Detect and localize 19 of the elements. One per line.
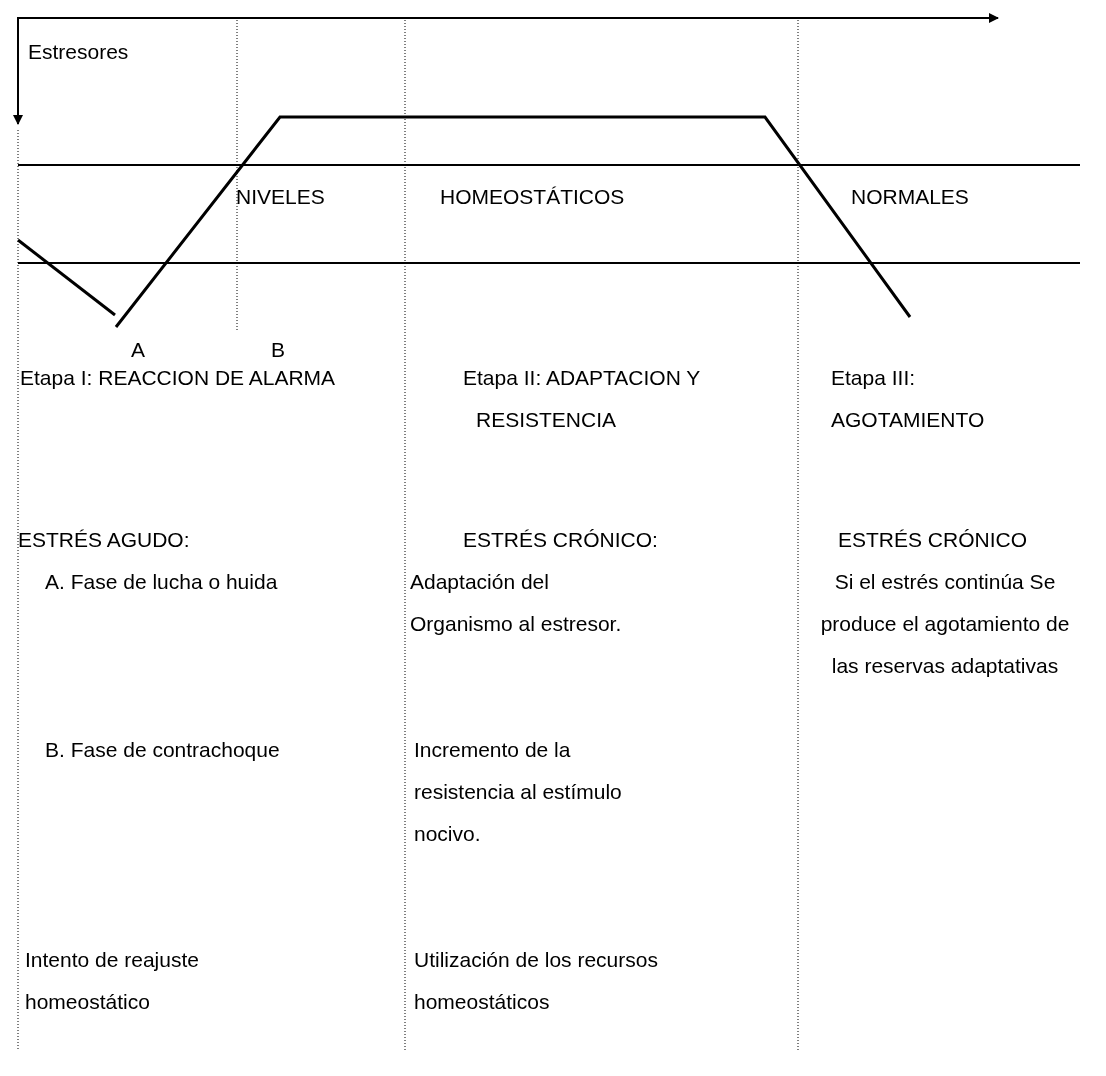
stress-type-heading: ESTRÉS CRÓNICO: — [463, 527, 658, 553]
point-label: B — [271, 337, 285, 363]
phase-description: A. Fase de lucha o huida — [45, 569, 278, 595]
stress-type-heading: ESTRÉS AGUDO: — [18, 527, 190, 553]
stage-title: Etapa III: AGOTAMIENTO — [831, 365, 986, 433]
stage-description: Si el estrés continúa Se produce el agotamiento de las reservas adaptativas — [819, 569, 1071, 679]
stress-type-heading: ESTRÉS CRÓNICO — [838, 527, 1028, 553]
phase-description: B. Fase de contrachoque — [45, 737, 280, 763]
stage-description: Incremento de la resistencia al estímulo nocivo. — [414, 737, 623, 847]
zone-label: NORMALES — [851, 184, 969, 210]
zone-label: NIVELES — [236, 184, 325, 210]
stage-description: Adaptación del Organismo al estresor. — [410, 569, 623, 637]
stage-note: Utilización de los recursos homeostáticos — [414, 947, 659, 1015]
stage-note: Intento de reajuste homeostático — [25, 947, 200, 1015]
axis-label: Estresores — [28, 39, 129, 65]
zone-label: HOMEOSTÁTICOS — [440, 184, 625, 210]
point-label: A — [131, 337, 145, 363]
stage-title: Etapa II: ADAPTACION Y RESISTENCIA — [463, 365, 701, 433]
stage-title: Etapa I: REACCION DE ALARMA — [20, 365, 337, 391]
